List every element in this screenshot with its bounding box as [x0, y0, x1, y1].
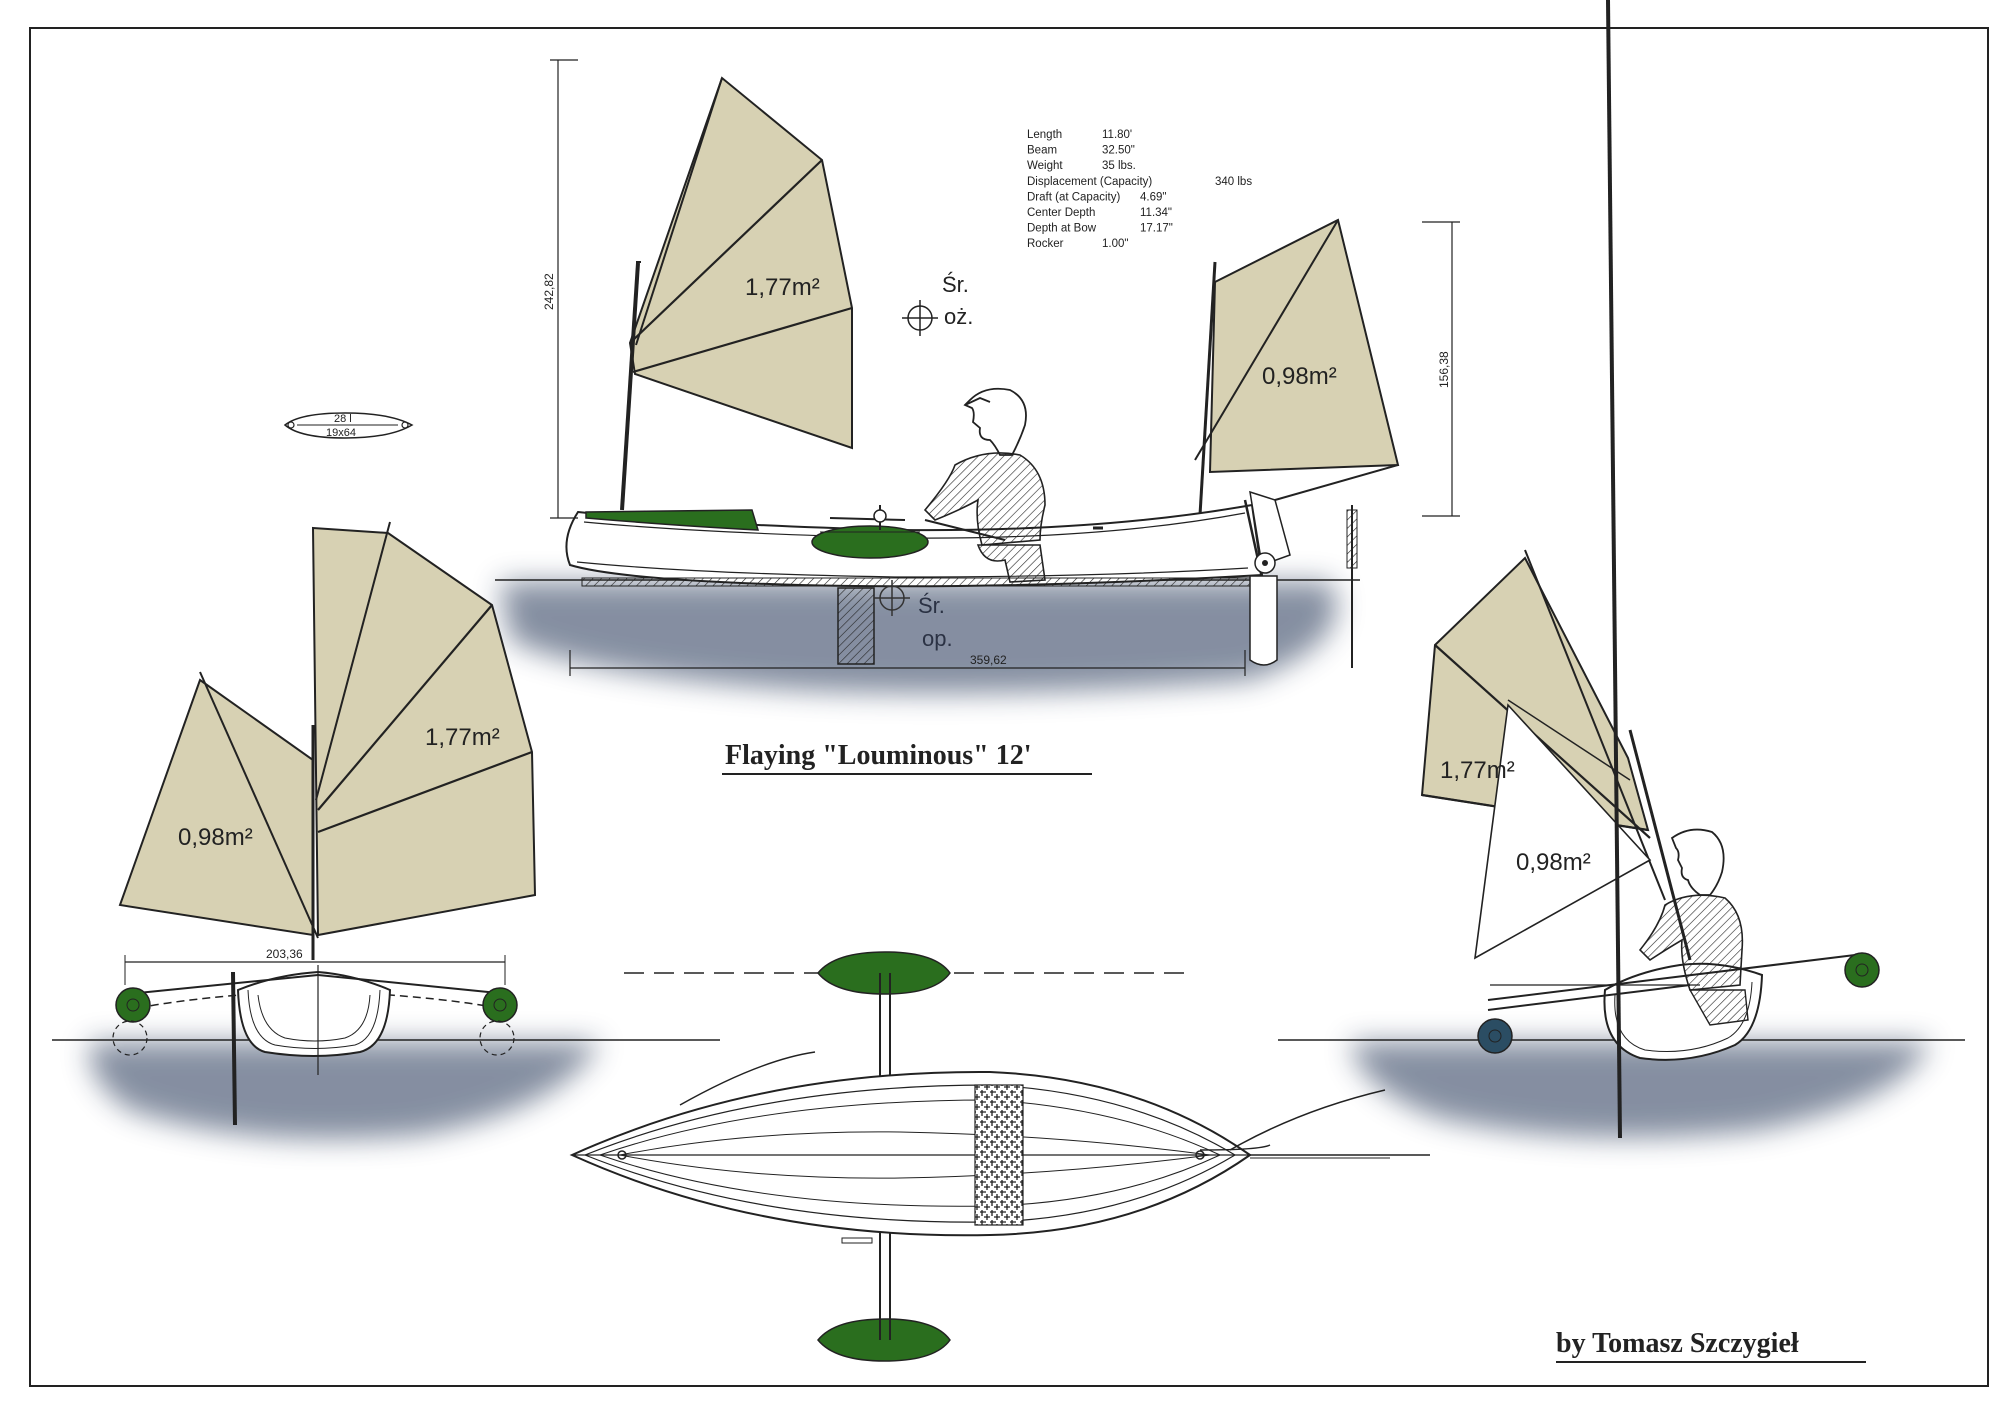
- float-top-plan: [817, 951, 951, 995]
- spec-label: Depth at Bow: [1027, 223, 1097, 235]
- mizzen-mast-height-dimension: 156,38: [1422, 221, 1460, 517]
- spec-value: 11.34": [1140, 207, 1172, 219]
- spec-value: 17.17": [1140, 223, 1173, 235]
- sheet-border: [29, 27, 1989, 1387]
- leeboard-side: [837, 587, 875, 665]
- mizzen-sail-side: [1194, 218, 1400, 511]
- hull-length-label: 359,62: [970, 653, 1007, 667]
- main-sail-area-label-heeled: 1,77m²: [1440, 757, 1515, 784]
- spec-value: 32.50": [1102, 145, 1135, 157]
- specs-table: Length 11.80' Beam 32.50" Weight 35 lbs. Displ…: [1027, 129, 1252, 250]
- sail-center-label-1: Śr.: [942, 272, 969, 297]
- paddle-side: [1346, 505, 1358, 668]
- spec-label: Beam: [1027, 145, 1057, 157]
- author-signature: by Tomasz Szczygieł: [1556, 1328, 1799, 1359]
- spec-value: 1.00": [1102, 238, 1128, 250]
- outrigger-span-front-label: 203,36: [266, 947, 303, 961]
- main-sail-side: [628, 76, 853, 450]
- spec-value: 340 lbs: [1215, 176, 1252, 188]
- main-sail-area-label-side: 1,77m²: [745, 274, 820, 301]
- spec-label: Rocker: [1027, 238, 1064, 250]
- side-view: 242,82 156,38 359,62 1,77m² 0,98m² Śr. o…: [495, 59, 1460, 694]
- main-mast-side: [620, 262, 640, 511]
- mizzen-mast-height-label: 156,38: [1437, 351, 1451, 388]
- mizzen-sail-front: [118, 678, 314, 937]
- float-left-front: [115, 987, 151, 1023]
- float-low-heeled: [1477, 1018, 1513, 1054]
- main-sail-heeled: [1420, 556, 1650, 832]
- sailor-side: [923, 387, 1046, 583]
- float-right-front: [482, 987, 518, 1023]
- float-bottom-plan: [817, 1318, 951, 1362]
- mizzen-mast-side: [1198, 261, 1217, 516]
- spec-label: Draft (at Capacity): [1027, 191, 1120, 203]
- lateral-center-label-1: Śr.: [918, 593, 945, 618]
- plan-view: [569, 951, 1430, 1362]
- spec-label: Displacement (Capacity): [1027, 176, 1152, 188]
- spec-value: 4.69": [1140, 191, 1166, 203]
- main-mast-height-dimension: 242,82: [542, 59, 578, 519]
- mizzen-sail-area-label-heeled: 0,98m²: [1516, 849, 1591, 876]
- hull-plan: [569, 1070, 1252, 1237]
- sail-center-label-2: oż.: [944, 304, 973, 329]
- main-sail-area-label-front: 1,77m²: [425, 724, 500, 751]
- rudder-side: [1249, 575, 1278, 666]
- side-view-water: [500, 582, 1337, 694]
- main-mast-height-label: 242,82: [542, 273, 556, 310]
- spec-value: 11.80': [1102, 129, 1132, 141]
- spec-label: Length: [1027, 129, 1062, 141]
- hull-side: [565, 490, 1291, 588]
- sail-center-marker: Śr. oż.: [902, 272, 973, 336]
- hull-length-dimension: 359,62: [569, 650, 1246, 676]
- spec-label: Center Depth: [1027, 207, 1095, 219]
- front-view: 1,77m² 0,98m² 203,36: [52, 521, 720, 1140]
- mizzen-sail-area-label-side: 0,98m²: [1262, 363, 1337, 390]
- float-high-heeled: [1844, 952, 1880, 988]
- float-size: 19x64: [326, 427, 356, 439]
- spec-label: Weight: [1027, 160, 1063, 172]
- lateral-center-marker: Śr. op.: [874, 580, 953, 651]
- mizzen-sail-area-label-front: 0,98m²: [178, 824, 253, 851]
- hull-heeled: [1603, 962, 1764, 1061]
- lateral-center-label-2: op.: [922, 626, 953, 651]
- float-volume: 28 l: [334, 413, 352, 425]
- cockpit-plan: [974, 1084, 1024, 1226]
- heeled-view: 1,77m² 0,98m²: [1278, 0, 1965, 1139]
- drawing-title: Flaying "Louminous" 12': [725, 740, 1032, 771]
- mizzen-sail-heeled: [1474, 703, 1652, 960]
- float-icon: 28 l 19x64: [283, 412, 414, 439]
- sailor-heeled: [1638, 828, 1749, 1026]
- spec-value: 35 lbs.: [1102, 160, 1136, 172]
